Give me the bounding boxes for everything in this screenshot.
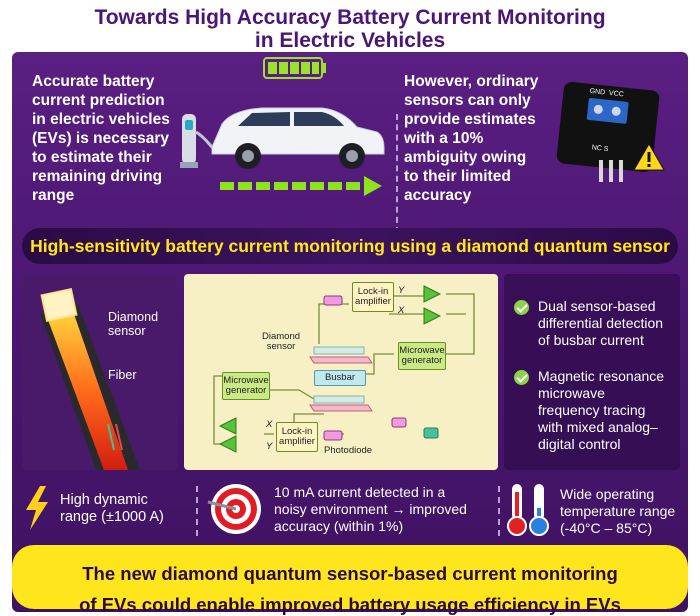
diagram-diamond-label: Diamond sensor — [262, 331, 301, 352]
battery-icon — [263, 57, 326, 79]
thermometer-icon — [507, 484, 549, 536]
y-label-bottom: Y — [266, 441, 273, 452]
feature-differential: Dual sensor-based differential detection… — [538, 298, 664, 348]
current-detection-text: 10 mA current detected in a noisy enviro… — [274, 484, 467, 534]
ev-illustration — [180, 57, 385, 196]
sensor-terminal — [586, 97, 629, 124]
diamond-crystal — [40, 287, 78, 323]
sensor-pins-label: GND VCC — [589, 87, 625, 99]
divider — [396, 114, 398, 264]
headline: High-sensitivity battery current monitor… — [22, 228, 678, 264]
fiber-label: Fiber — [108, 368, 137, 382]
check-icon — [514, 370, 529, 385]
busbar: Busbar — [314, 370, 366, 386]
photodiode-label: Photodiode — [324, 445, 373, 456]
sensor-pins — [599, 160, 623, 182]
fiber-panel: Diamond sensor Fiber — [22, 274, 178, 470]
temperature-range-text: Wide operating temperature range (-40°C … — [560, 486, 676, 536]
microwave-generator-left: Microwave generator — [222, 372, 270, 400]
dynamic-range-text: High dynamic range (±1000 A) — [60, 492, 164, 525]
car-icon — [211, 107, 385, 169]
features-panel: Dual sensor-based differential detection… — [504, 274, 680, 470]
conclusion-banner: The new diamond quantum sensor-based cur… — [12, 545, 688, 615]
target-icon — [207, 484, 261, 534]
main-panel: Accurate battery current prediction in e… — [12, 52, 688, 612]
divider — [498, 486, 500, 536]
diamond-sensor-label: Diamond sensor — [108, 310, 159, 338]
ev-prediction-text: Accurate battery current prediction in e… — [32, 73, 170, 204]
lightning-icon — [26, 486, 48, 530]
x-label-bottom: X — [266, 419, 273, 430]
y-label-top: Y — [398, 285, 405, 296]
check-icon — [514, 300, 529, 315]
page-title: Towards High Accuracy Battery Current Mo… — [0, 6, 700, 52]
energy-arrow — [220, 176, 382, 196]
warning-icon — [633, 142, 665, 171]
lockin-amplifier-bottom: Lock-in amplifier — [276, 422, 318, 452]
fiber-illustration — [40, 287, 140, 470]
x-label-top: X — [398, 305, 405, 316]
title-line-1: Towards High Accuracy Battery Current Mo… — [94, 6, 606, 29]
title-line-2: in Electric Vehicles — [254, 29, 446, 52]
ordinary-sensor-text: However, ordinary sensors can only provi… — [404, 73, 539, 204]
microwave-generator-right: Microwave generator — [398, 342, 446, 370]
circuit-diagram: Lock-in amplifier Y X Diamond sensor Mic… — [184, 274, 498, 470]
lockin-amplifier-top: Lock-in amplifier — [352, 282, 394, 312]
feature-frequency-tracing: Magnetic resonance microwave frequency t… — [538, 368, 665, 452]
divider — [196, 486, 198, 536]
